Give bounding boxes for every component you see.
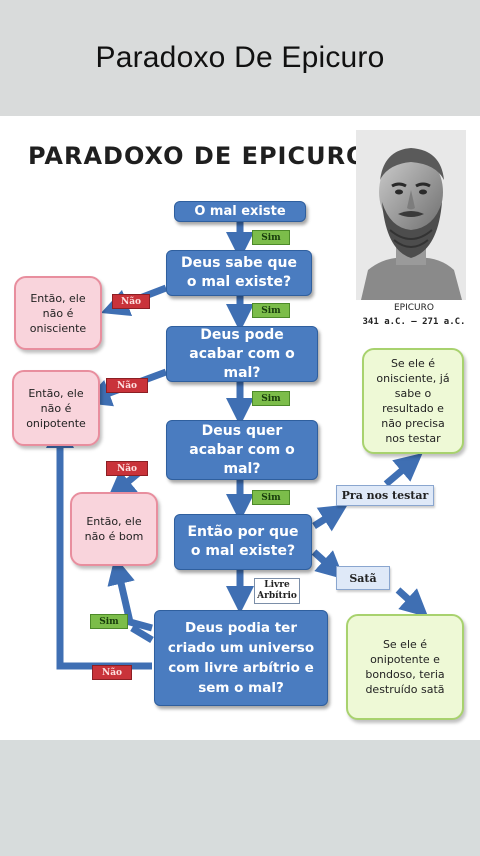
conclusion-testar: Se ele é onisciente, já sabe o resultado… bbox=[362, 348, 464, 454]
question-deus-quer: Deus quer acabar com o mal? bbox=[166, 420, 318, 480]
label-sim-1: Sim bbox=[252, 230, 290, 245]
conclusion-nao-onipotente: Então, ele não é onipotente bbox=[12, 370, 100, 446]
question-mal-existe: O mal existe bbox=[174, 201, 306, 222]
epicurus-portrait bbox=[356, 130, 466, 300]
question-deus-pode: Deus pode acabar com o mal? bbox=[166, 326, 318, 382]
label-sim-2: Sim bbox=[252, 303, 290, 318]
label-livre-arbitrio: Livre Arbítrio bbox=[254, 578, 300, 604]
footer-area bbox=[0, 740, 480, 856]
label-sata: Satã bbox=[336, 566, 390, 590]
question-podia-ter-criado: Deus podia ter criado um universo com li… bbox=[154, 610, 328, 706]
question-por-que: Então por que o mal existe? bbox=[174, 514, 312, 570]
portrait-name: EPICURO bbox=[394, 303, 434, 313]
page-title: Paradoxo De Epicuro bbox=[95, 41, 385, 74]
label-pra-nos-testar: Pra nos testar bbox=[336, 485, 434, 506]
label-nao-2: Não bbox=[106, 378, 148, 393]
label-nao-3: Não bbox=[106, 461, 148, 476]
app-header: Paradoxo De Epicuro bbox=[0, 0, 480, 116]
label-sim-3: Sim bbox=[252, 391, 290, 406]
label-sim-5: Sim bbox=[90, 614, 128, 629]
conclusion-nao-bom: Então, ele não é bom bbox=[70, 492, 158, 566]
conclusion-nao-onisciente: Então, ele não é onisciente bbox=[14, 276, 102, 350]
portrait-dates: 341 a.C. — 271 a.C. bbox=[362, 317, 466, 327]
conclusion-satan: Se ele é onipotente e bondoso, teria des… bbox=[346, 614, 464, 720]
label-sim-4: Sim bbox=[252, 490, 290, 505]
poster-title: PARADOXO DE EPICURO bbox=[28, 142, 368, 170]
question-deus-sabe: Deus sabe que o mal existe? bbox=[166, 250, 312, 296]
label-nao-4: Não bbox=[92, 665, 132, 680]
label-nao-1: Não bbox=[112, 294, 150, 309]
